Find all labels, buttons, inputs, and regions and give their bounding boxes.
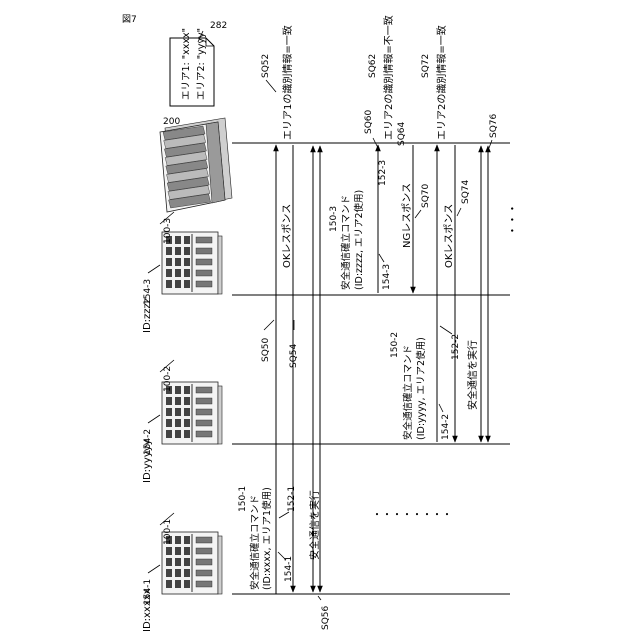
step-sq60: SQ60 (364, 109, 374, 134)
ellipsis-vertical: ・・・ (506, 203, 519, 236)
step-sq52: SQ52 (261, 54, 271, 78)
ok-response-1: OKレスポンス (281, 204, 293, 268)
step-sq70: SQ70 (421, 183, 431, 208)
ref-152-2: 152-2 (451, 334, 461, 360)
step-sq64: SQ64 (397, 121, 407, 146)
device-id-100-3: ID:zzzz (142, 298, 153, 333)
step-sq72: SQ72 (421, 54, 431, 78)
ellipsis-horizontal: ・・・・・・・・ (372, 510, 452, 521)
message-area2-match: エリア2の識別情報=一致 (435, 25, 448, 140)
message-area1-match: エリア1の識別情報=一致 (281, 25, 294, 140)
command-150-2-label: 安全通信確立コマンド (402, 345, 414, 440)
step-sq74: SQ74 (461, 179, 471, 204)
ok-response-2: OKレスポンス (443, 204, 455, 268)
ng-response: NGレスポンス (401, 183, 413, 248)
ref-152-3: 152-3 (378, 160, 388, 186)
command-150-3-detail: (ID:zzzz, エリア2使用) (353, 190, 365, 290)
ref-154-3-cmd: 154-3 (382, 264, 392, 290)
device-id-100-1: ID:xxxxx (142, 588, 153, 632)
step-sq50: SQ50 (261, 337, 271, 362)
message-area2-mismatch: エリア2の識別情報=不一致 (382, 15, 395, 140)
secure-comm-2: 安全通信を実行 (466, 340, 479, 410)
device-id-100-2: ID:yyyyy (142, 439, 153, 483)
area-note-box (170, 38, 214, 106)
step-sq54: SQ54 (289, 343, 299, 368)
ref-154-2-cmd: 154-2 (441, 414, 451, 440)
command-150-1-label: 安全通信確立コマンド (249, 495, 261, 590)
device-ref-100-3: 100-3 (163, 218, 173, 244)
command-150-3-ref: 150-3 (329, 206, 339, 232)
command-150-3-label: 安全通信確立コマンド (340, 195, 352, 290)
note-line-1: エリア1: "xxxx" (181, 28, 192, 100)
step-sq76: SQ76 (489, 113, 499, 138)
command-150-2-detail: (ID:yyyy, エリア2使用) (415, 337, 427, 440)
command-150-1-ref: 150-1 (238, 486, 248, 512)
device-ref-100-2: 100-2 (163, 366, 173, 392)
server-ref-200: 200 (163, 117, 180, 127)
server-200-device (160, 118, 232, 212)
note-line-2: エリア2: "yyyy" (196, 28, 207, 100)
figure-label: 図7 (122, 14, 137, 25)
command-150-1-detail: (ID:xxxx, エリア1使用) (261, 487, 273, 590)
device-ref-100-1: 100-1 (163, 519, 173, 545)
step-sq62: SQ62 (368, 54, 378, 78)
note-ref-282: 282 (210, 21, 227, 31)
ref-152-1: 152-1 (287, 486, 297, 512)
command-150-2-ref: 150-2 (390, 332, 400, 358)
step-sq56: SQ56 (321, 605, 331, 630)
secure-comm-1: 安全通信を実行 (308, 490, 321, 560)
